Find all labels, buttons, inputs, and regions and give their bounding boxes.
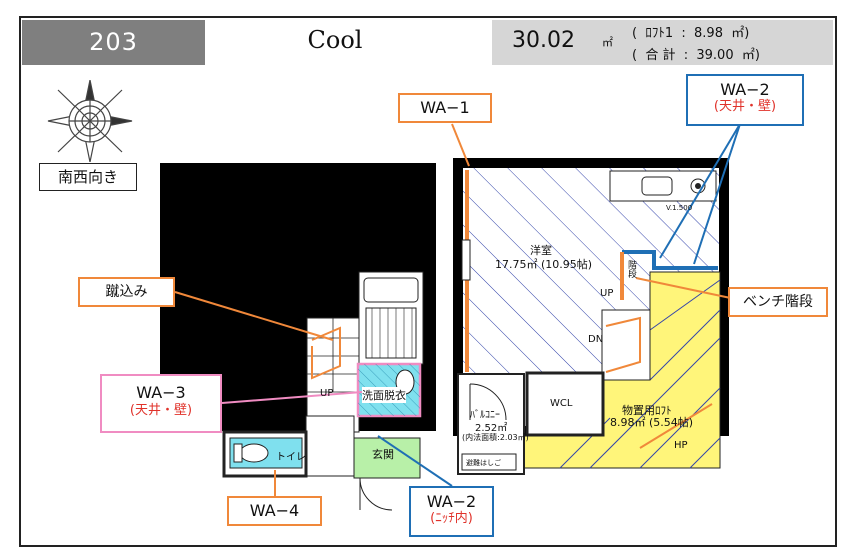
- callout-wa2-top: WA−2 (天井・壁): [686, 74, 804, 126]
- room-label-western: 洋室: [530, 244, 552, 257]
- callout-kick: 蹴込み: [78, 277, 175, 307]
- up-label: UP: [600, 288, 614, 299]
- total-area: 30.02: [512, 28, 575, 53]
- room-label-toilet: トイレ: [276, 452, 306, 463]
- room-area-western: 17.75㎡ (10.95帖): [495, 258, 593, 271]
- hp-label: HP: [674, 440, 688, 451]
- room-name: Cool: [307, 26, 363, 54]
- callout-wa4: WA−4: [227, 496, 322, 526]
- room-label-washroom: 洗面脱衣: [362, 387, 406, 403]
- room-label-entrance: 玄関: [372, 448, 394, 461]
- loft-area-line: ( ﾛﾌﾄ1 : 8.98 ㎡): [632, 26, 750, 41]
- room-label-wcl: WCL: [550, 398, 573, 409]
- balcony-note: (内法面積:2.03㎡): [462, 433, 529, 442]
- room-label-hall: ホール: [318, 429, 346, 439]
- callout-wa1: WA−1: [398, 93, 492, 123]
- up-label-left: UP: [320, 388, 334, 399]
- callout-wa3: WA−3 (天井・壁): [100, 374, 222, 433]
- callout-bench-stairs: ベンチ階段: [728, 287, 828, 317]
- compass-icon: [47, 80, 133, 162]
- callout-wa2-bottom-title: WA−2: [426, 492, 477, 511]
- dn-label: DN: [588, 334, 604, 345]
- callout-wa2-bottom: WA−2 (ﾆｯﾁ内): [409, 486, 494, 537]
- stairs-label: 階段: [626, 260, 636, 278]
- room-number: 203: [22, 20, 205, 65]
- sum-area-line: ( 合 計 : 39.00 ㎡): [632, 48, 760, 63]
- ladder-label: 避難はしご: [466, 459, 501, 467]
- orientation-label: 南西向き: [39, 163, 137, 191]
- room-label-balcony: ﾊﾞﾙｺﾆｰ: [470, 410, 500, 421]
- callout-wa2-top-note: (天井・壁): [713, 99, 777, 114]
- vl-label: V.1.500: [666, 204, 693, 212]
- callout-wa3-note: (天井・壁): [129, 403, 193, 418]
- room-label-loft: 物置用ﾛﾌﾄ: [622, 404, 672, 417]
- callout-wa3-title: WA−3: [136, 383, 186, 402]
- sheet-border: [19, 16, 837, 547]
- room-area-balcony: 2.52㎡: [475, 423, 508, 434]
- area-unit: ㎡: [602, 36, 613, 49]
- callout-wa2-bottom-note: (ﾆｯﾁ内): [430, 511, 473, 526]
- room-area-loft: 8.98㎡ (5.54帖): [610, 416, 694, 429]
- area-panel: 30.02 ㎡ ( ﾛﾌﾄ1 : 8.98 ㎡) ( 合 計 : 39.00 ㎡…: [492, 20, 833, 65]
- callout-wa2-top-title: WA−2: [720, 80, 770, 99]
